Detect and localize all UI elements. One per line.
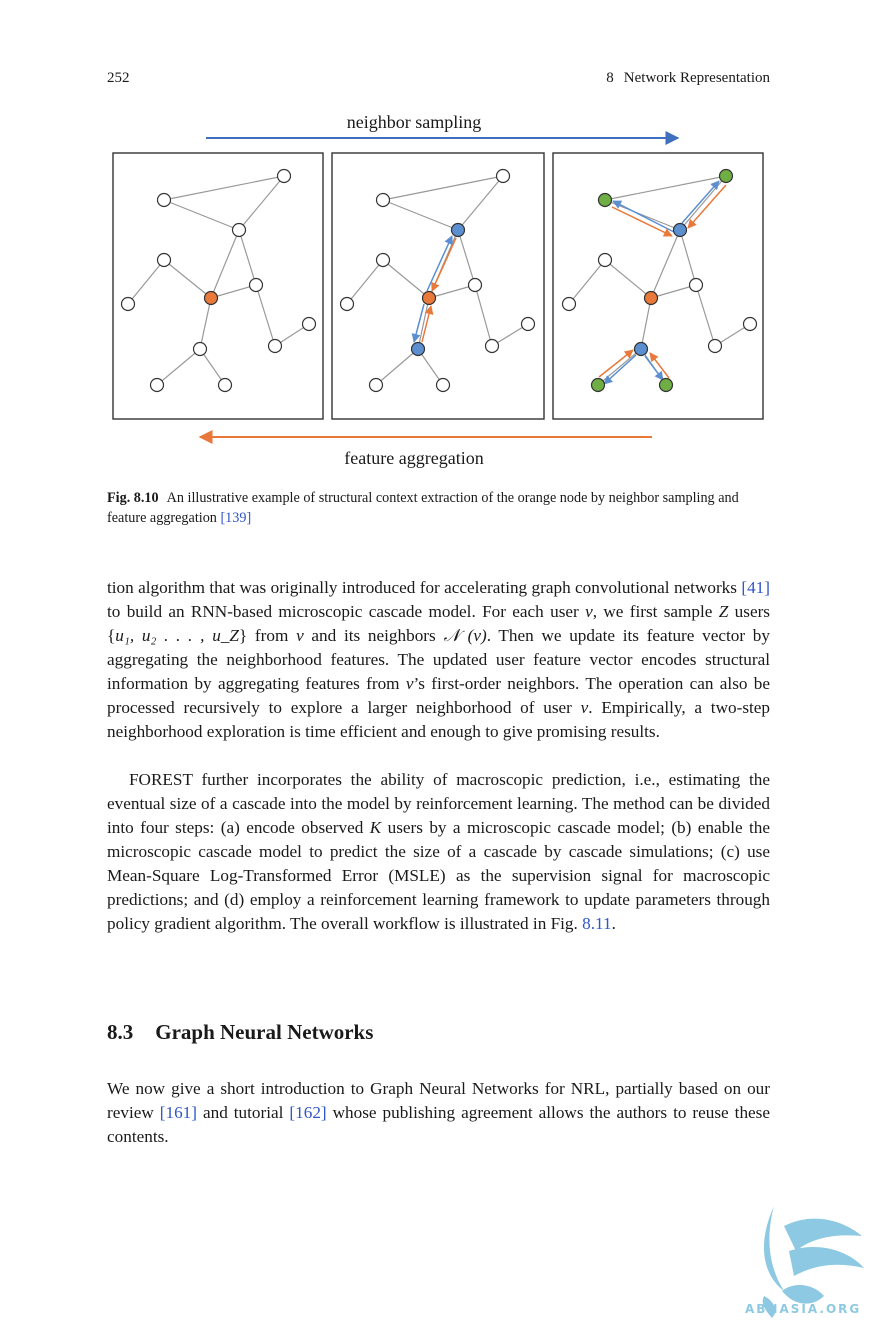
caption-citation[interactable]: [139] — [220, 510, 252, 526]
math-z: Z — [718, 602, 729, 621]
panel-2 — [331, 152, 545, 420]
p2-text-2: users by a microscopic cascade model; (b… — [107, 818, 771, 933]
section-title: Graph Neural Networks — [155, 1020, 374, 1044]
p2-text-1: FOREST further incorporates the ability … — [107, 770, 770, 837]
p1-text-6: and its neighbors — [303, 626, 444, 645]
p1-text-3: , we first sample — [592, 602, 719, 621]
math-v: v — [585, 602, 593, 621]
watermark-text: ABNASIA.ORG — [745, 1302, 862, 1316]
neighbor-sampling-label: neighbor sampling — [347, 112, 481, 132]
citation-41[interactable]: [41] — [741, 578, 770, 597]
paragraph-gnn-intro: We now give a short introduction to Grap… — [107, 1077, 770, 1149]
p1-text-1: tion algorithm that was originally intro… — [107, 578, 742, 597]
p1-text-4: users { — [107, 602, 770, 645]
math-user-set: u₁, u₂ . . . , u_Z — [115, 626, 239, 645]
running-head: 252 8 Network Representation — [107, 70, 770, 90]
figure-neighbor-sampling: neighbor sampling feature aggregation — [112, 112, 764, 468]
math-neighbors: 𝒩 (v) — [443, 626, 487, 645]
p1-text-8: ’s first-order neighbors. The operation … — [107, 674, 771, 717]
p3-text-2: and tutorial — [196, 1103, 290, 1122]
math-v: v — [580, 698, 589, 717]
page-number: 252 — [107, 70, 130, 86]
figure-reference[interactable]: 8.11 — [582, 914, 612, 933]
paragraph-sampling: tion algorithm that was originally intro… — [107, 576, 770, 744]
watermark-logo — [762, 1206, 864, 1318]
section-number: 8.3 — [107, 1020, 134, 1044]
citation-161[interactable]: [161] — [159, 1103, 197, 1122]
chapter-title: Network Representation — [623, 70, 770, 86]
p2-text-3: . — [611, 914, 616, 933]
caption-label: Fig. 8.10 — [107, 490, 159, 506]
feature-aggregation-label: feature aggregation — [344, 448, 483, 468]
panel-3 — [552, 152, 764, 420]
section-heading: 8.3 Graph Neural Networks — [107, 1020, 373, 1045]
p3-text-3: whose publishing agreement allows the au… — [107, 1103, 770, 1146]
p1-text-5: } from — [238, 626, 297, 645]
p3-text-1: We now give a short introduction to Grap… — [107, 1079, 770, 1122]
caption-text: An illustrative example of structural co… — [107, 490, 739, 526]
panel-1 — [112, 152, 324, 420]
p1-text-9: . Empirically, a two-step neighborhood e… — [107, 698, 771, 741]
citation-162[interactable]: [162] — [289, 1103, 327, 1122]
chapter-number: 8 — [606, 70, 614, 86]
p1-text-2: to build an RNN-based microscopic cascad… — [107, 602, 586, 621]
math-k: K — [369, 818, 382, 837]
chapter-heading: 8 Network Representation — [606, 70, 770, 87]
math-v: v — [405, 674, 414, 693]
paragraph-forest: FOREST further incorporates the ability … — [107, 768, 770, 936]
math-v: v — [296, 626, 304, 645]
p1-text-7: . Then we update its feature vector by a… — [107, 626, 770, 693]
